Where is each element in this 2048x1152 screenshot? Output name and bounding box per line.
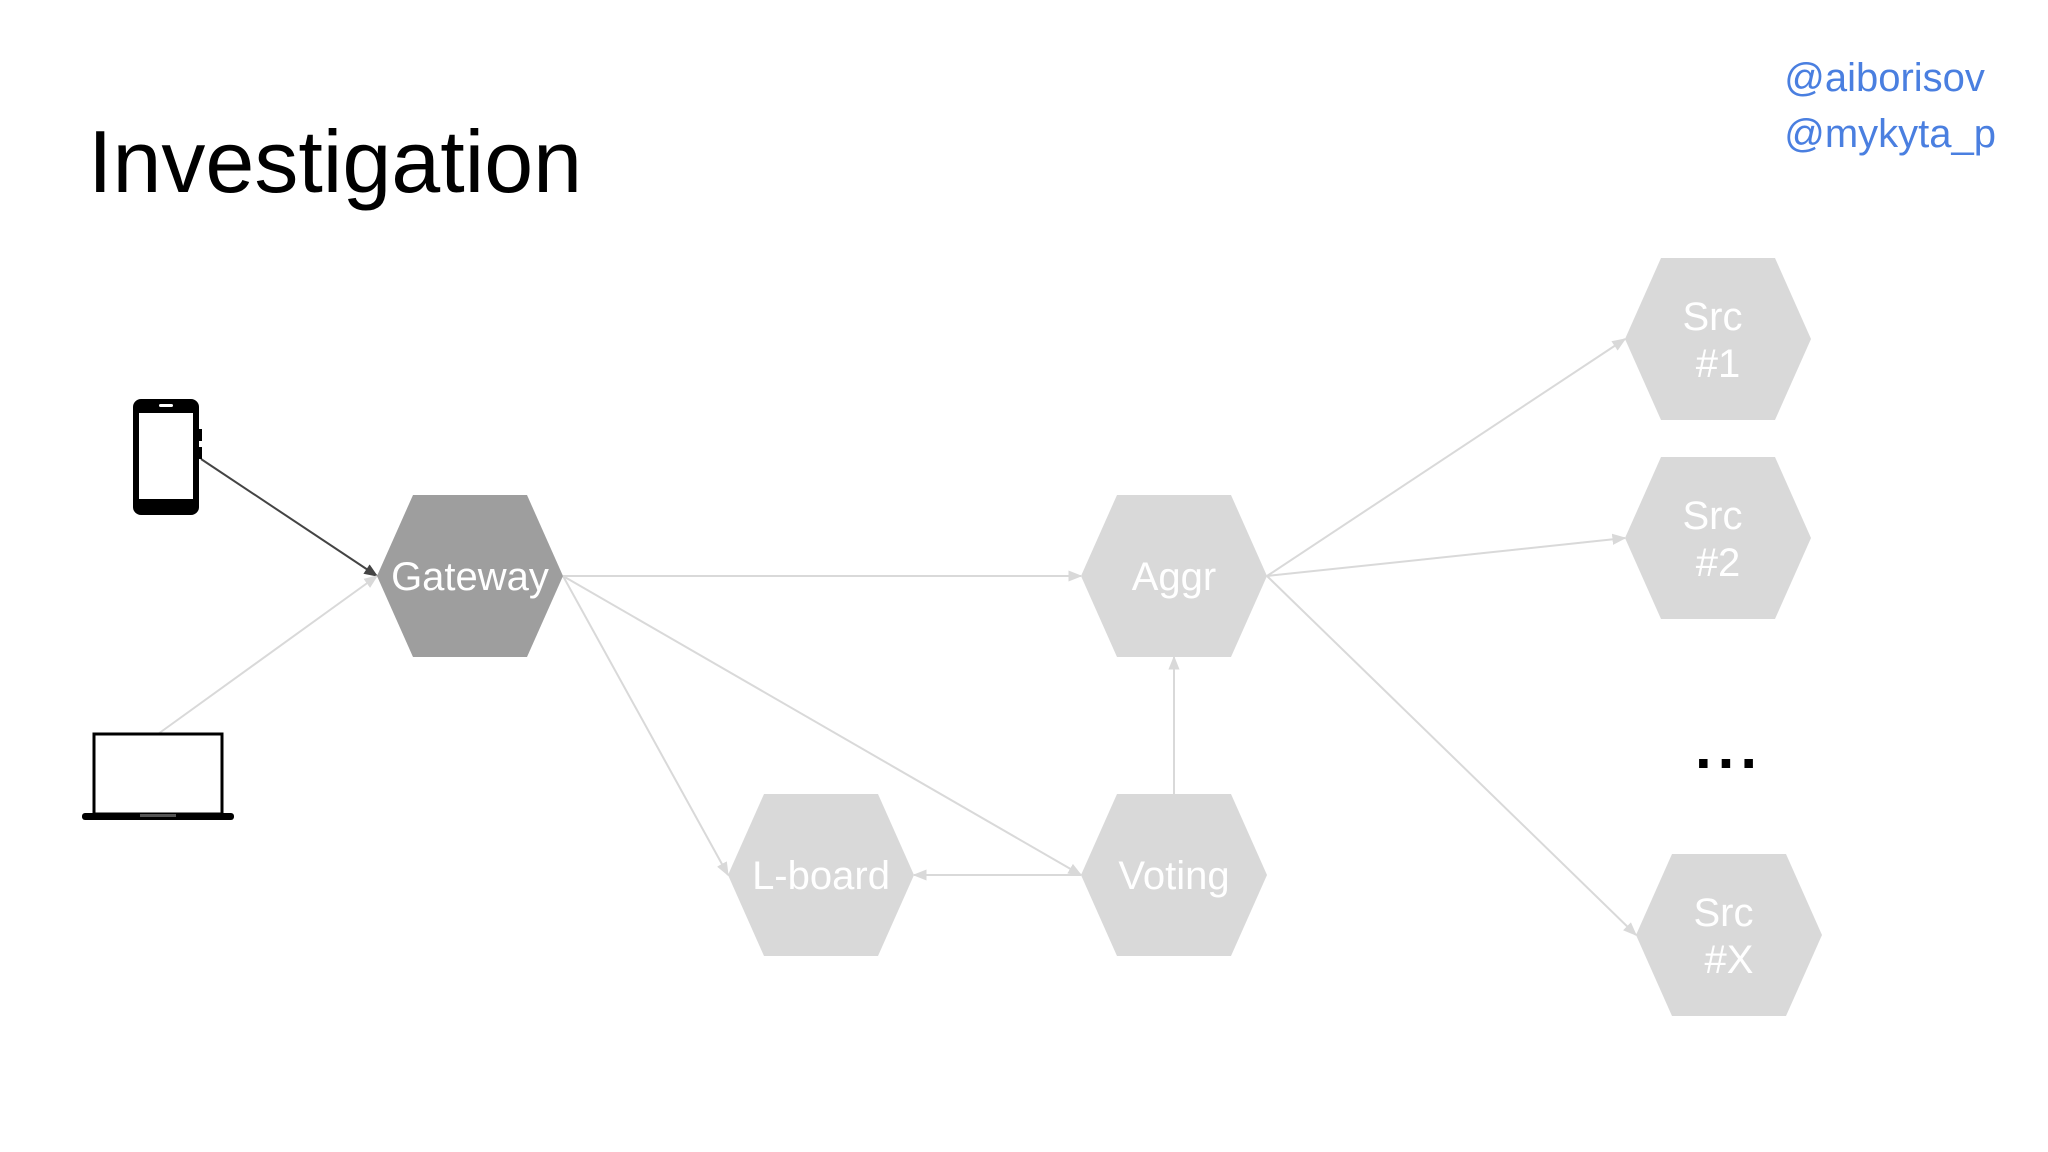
edges-layer [157, 338, 1638, 936]
ellipsis-more-sources: ... [1695, 714, 1763, 781]
edge-aggr-to-src2 [1266, 533, 1627, 577]
edge-aggr-to-src1 [1266, 338, 1627, 577]
node-lboard-label: L-board [752, 854, 890, 898]
edge-gateway-to-lboard [562, 575, 729, 877]
laptop-icon [82, 732, 234, 820]
edge-gateway-to-voting [562, 575, 1083, 876]
node-voting-label: Voting [1118, 854, 1229, 898]
node-srcx-label: Src #X [1693, 891, 1764, 982]
node-gateway[interactable]: Gateway [377, 495, 563, 657]
edge-phone-to-gateway [200, 458, 379, 577]
node-src1-label: Src #1 [1682, 295, 1753, 386]
author-handle-1[interactable]: @aiborisov [1784, 56, 1985, 100]
page-title: Investigation [88, 112, 583, 211]
smartphone-icon [133, 399, 202, 515]
nodes-layer: Gateway Aggr L-board Voting Src [377, 258, 1822, 1016]
node-voting[interactable]: Voting [1081, 794, 1267, 956]
author-handles: @aiborisov @mykyta_p [1784, 50, 1996, 162]
node-src1[interactable]: Src #1 [1625, 258, 1811, 420]
node-aggr-label: Aggr [1132, 555, 1217, 599]
author-handle-2[interactable]: @mykyta_p [1784, 112, 1996, 156]
edge-laptop-to-gateway [157, 575, 379, 735]
node-src2[interactable]: Src #2 [1625, 457, 1811, 619]
node-gateway-label: Gateway [391, 555, 549, 599]
edge-aggr-to-srcx [1266, 575, 1638, 936]
node-lboard[interactable]: L-board [728, 794, 914, 956]
node-srcx[interactable]: Src #X [1636, 854, 1822, 1016]
node-aggr[interactable]: Aggr [1081, 495, 1267, 657]
node-src2-label: Src #2 [1682, 494, 1753, 585]
